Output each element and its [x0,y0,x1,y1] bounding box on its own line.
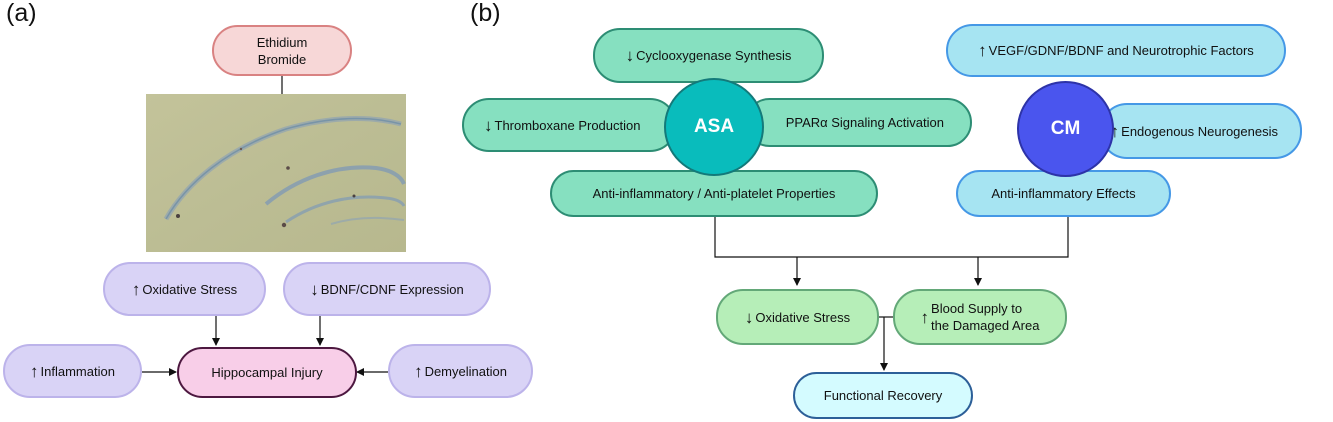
down-arrow-icon: ↓ [625,46,635,65]
asa-anti-inflammatory-node: Anti-inflammatory / Anti-platelet Proper… [550,170,878,217]
functional-recovery-node: Functional Recovery [793,372,973,419]
hippocampal-injury-text: Hippocampal Injury [211,365,323,380]
panel-a-label: (a) [6,0,37,27]
blood-supply-line1: Blood Supply to [931,301,1023,316]
vegf-up-node: ↑ VEGF/GDNF/BDNF and Neurotrophic Factor… [946,24,1286,77]
up-arrow-icon: ↑ [131,279,141,299]
blood-supply-text: Blood Supply to the Damaged Area [931,300,1039,334]
bdnf-cdnf-text: BDNF/CDNF Expression [320,281,464,297]
cyclooxygenase-down-node: ↓ Cyclooxygenase Synthesis [593,28,824,83]
oxidative-stress-down-node: ↓ Oxidative Stress [716,289,879,345]
up-arrow-icon: ↑ [414,361,423,381]
cm-anti-inflammatory-text: Anti-inflammatory Effects [991,186,1136,201]
up-arrow-icon: ↑ [30,361,39,381]
cm-label: CM [1050,118,1081,139]
oxidative-stress-up-node: ↑ Oxidative Stress [103,262,266,316]
connector-asa-cm [714,217,1069,258]
ethidium-bromide-node: Ethidium Bromide [212,25,352,76]
up-arrow-icon: ↑ [978,41,987,60]
neurogenesis-text: Endogenous Neurogenesis [1121,123,1278,139]
bdnf-cdnf-down-node: ↓ BDNF/CDNF Expression [283,262,491,316]
down-arrow-icon: ↓ [744,307,754,327]
cyclooxygenase-text: Cyclooxygenase Synthesis [636,48,792,63]
thromboxane-down-node: ↓ Thromboxane Production [462,98,677,152]
up-arrow-icon: ↑ [1110,121,1120,141]
blood-supply-line2: the Damaged Area [931,318,1040,333]
vegf-text: VEGF/GDNF/BDNF and Neurotrophic Factors [988,43,1254,58]
cm-anti-inflammatory-node: Anti-inflammatory Effects [956,170,1171,217]
asa-circle: ASA [664,78,764,176]
oxidative-stress-b-text: Oxidative Stress [755,309,851,325]
demyelination-up-node: ↑ Demyelination [388,344,533,398]
hippocampus-micrograph [146,94,406,252]
demyelination-text: Demyelination [424,363,507,379]
asa-anti-inflammatory-text: Anti-inflammatory / Anti-platelet Proper… [592,186,836,201]
neurogenesis-up-node: ↑ Endogenous Neurogenesis [1100,103,1302,159]
ppar-signaling-text: PPARα Signaling Activation [785,115,944,130]
oxidative-stress-text: Oxidative Stress [142,281,238,297]
down-arrow-icon: ↓ [484,115,493,135]
blood-supply-up-node: ↑ Blood Supply to the Damaged Area [893,289,1067,345]
panel-b-label: (b) [470,0,501,27]
hippocampal-injury-node: Hippocampal Injury [177,347,357,398]
thromboxane-text: Thromboxane Production [494,117,641,133]
functional-recovery-text: Functional Recovery [823,388,943,403]
down-arrow-icon: ↓ [310,279,319,299]
cm-circle: CM [1017,81,1114,177]
inflammation-up-node: ↑ Inflammation [3,344,142,398]
up-arrow-icon: ↑ [920,307,930,327]
inflammation-text: Inflammation [40,363,115,379]
ethidium-bromide-text: Ethidium Bromide [256,34,308,67]
ppar-signaling-node: PPARα Signaling Activation [745,98,972,147]
asa-label: ASA [693,116,735,137]
